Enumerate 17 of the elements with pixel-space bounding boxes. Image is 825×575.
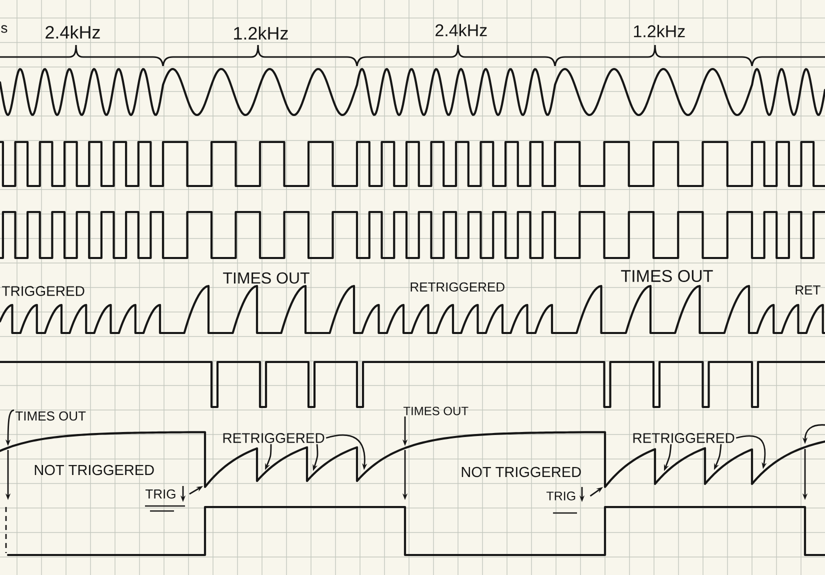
frequency-label: 1.2kHz — [234, 26, 288, 40]
frequency-label: 1.2kHz — [634, 24, 685, 38]
text-label: RET — [796, 286, 820, 294]
frequency-label: 2.4kHz — [436, 24, 487, 36]
text-label: TIMES OUT — [223, 272, 310, 284]
callout-label: TRIG — [146, 489, 176, 499]
text-label: RETRIGGERED — [410, 282, 504, 292]
text-label: TRIGGERED — [2, 286, 84, 296]
text-label: s — [1, 25, 8, 33]
text-label: TIMES OUT — [621, 270, 713, 282]
text-label: NOT TRIGGERED — [462, 466, 581, 478]
charge-curve — [0, 431, 825, 488]
callout-label: TIMES OUT — [403, 406, 468, 416]
callout-label: TRIG — [546, 492, 576, 500]
callout-label: TIMES OUT — [16, 411, 86, 421]
text-label: NOT TRIGGERED — [34, 464, 154, 476]
frequency-label: 2.4kHz — [46, 25, 100, 39]
